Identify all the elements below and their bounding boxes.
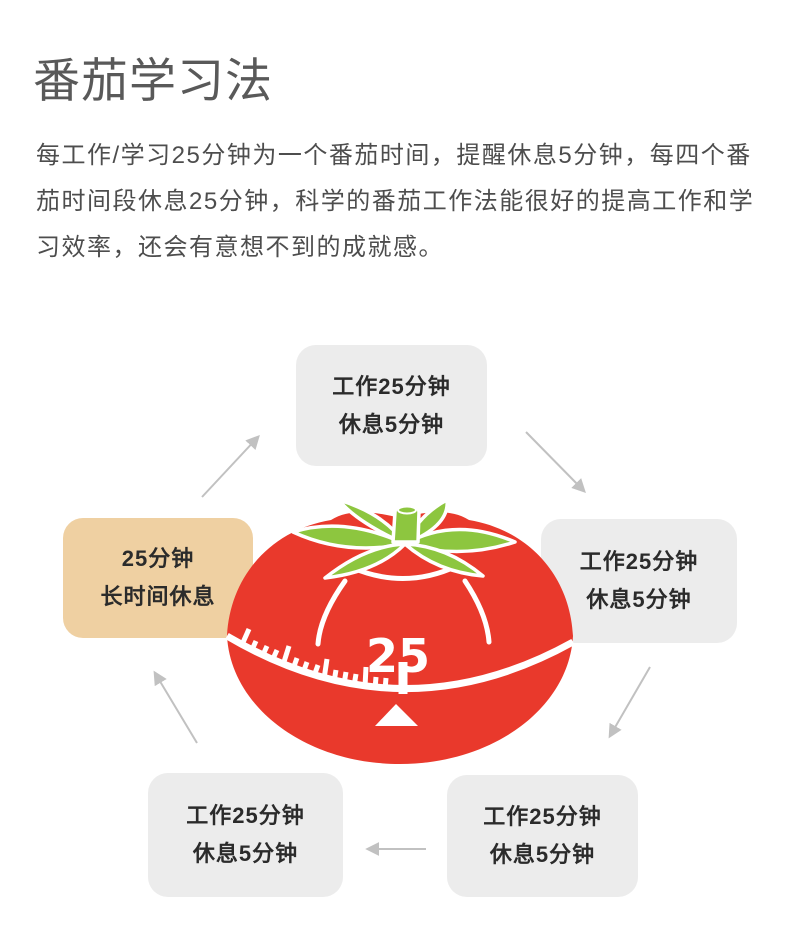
stem-leaves-icon — [291, 498, 517, 580]
tomato-body — [227, 512, 573, 764]
dial-ticks — [238, 627, 389, 691]
stem-nub-opening — [397, 505, 417, 515]
arrow-top-to-right-icon — [525, 431, 586, 493]
tomato-timer-icon: 25 — [225, 498, 575, 764]
step-work-bottom-right: 工作25分钟 休息5分钟 — [447, 775, 638, 897]
step-label-line2: 休息5分钟 — [489, 842, 596, 867]
step-label-line2: 休息5分钟 — [192, 841, 299, 866]
tomato-highlights — [315, 563, 492, 647]
step-work-bottom-left: 工作25分钟 休息5分钟 — [148, 773, 343, 897]
step-label-line2: 休息5分钟 — [338, 411, 445, 437]
step-label-line1: 工作25分钟 — [579, 549, 699, 574]
step-label-line1: 工作25分钟 — [332, 373, 451, 399]
step-long-break: 25分钟 长时间休息 — [63, 518, 253, 638]
step-work-right: 工作25分钟 休息5分钟 — [541, 519, 737, 643]
step-label-line2: 休息5分钟 — [586, 587, 692, 612]
arrow-right-to-bottomright-icon — [608, 666, 651, 739]
step-label-line1: 工作25分钟 — [483, 804, 602, 829]
step-label-line2: 长时间休息 — [100, 584, 216, 609]
intro-paragraph: 每工作/学习25分钟为一个番茄时间，提醒休息5分钟，每四个番茄时间段休息25分钟… — [36, 142, 755, 261]
stem-nub-icon — [391, 503, 421, 544]
page-title: 番茄学习法 — [33, 54, 273, 107]
timer-value: 25 — [366, 629, 430, 683]
dial-indicator-triangle — [375, 704, 418, 726]
step-label-line1: 工作25分钟 — [186, 803, 305, 828]
step-work-top: 工作25分钟 休息5分钟 — [296, 345, 487, 466]
arrow-bottomleft-to-left-icon — [153, 670, 198, 744]
step-label-line1: 25分钟 — [121, 546, 195, 571]
